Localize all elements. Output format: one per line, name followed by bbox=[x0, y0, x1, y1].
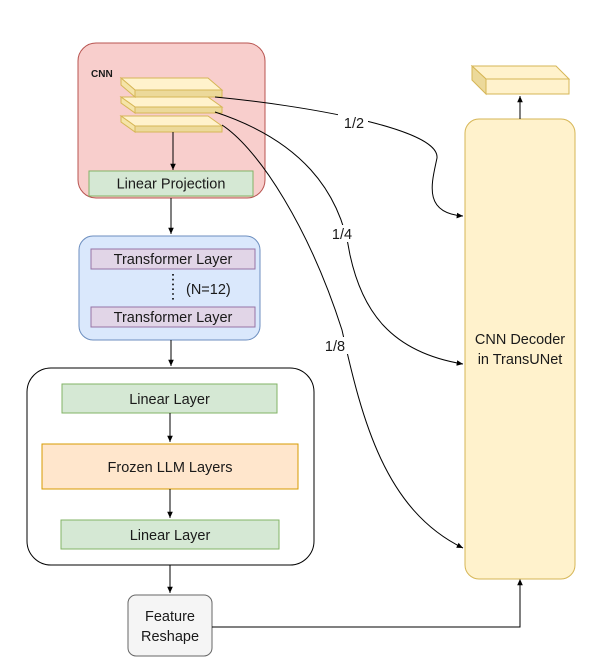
skip-connection-quarter bbox=[214, 111, 464, 366]
feature-reshape-box bbox=[127, 594, 213, 657]
transformer-repeat-note: (N=12) bbox=[186, 282, 231, 298]
cnn-feature-map-bottom bbox=[119, 115, 224, 133]
skip-label-half: 1/2 bbox=[344, 116, 364, 132]
cnn-label: CNN bbox=[91, 69, 113, 80]
skip-connection-half bbox=[214, 96, 464, 219]
linear-layer-bottom-label: Linear Layer bbox=[130, 528, 211, 544]
linear-layer-top-label: Linear Layer bbox=[129, 392, 210, 408]
linear-layer-bottom-box bbox=[60, 519, 280, 550]
transformer-layer-bottom-label: Transformer Layer bbox=[114, 310, 233, 326]
linear-projection-box bbox=[88, 170, 254, 197]
linear-layer-top-box bbox=[61, 383, 278, 414]
cnn-decoder-line1: CNN Decoder bbox=[475, 332, 565, 348]
feature-reshape-line1: Feature bbox=[145, 609, 195, 625]
cnn-feature-map-middle bbox=[119, 96, 224, 114]
arrow-reshape-to-decoder bbox=[212, 579, 523, 628]
cnn-feature-map-top bbox=[119, 76, 224, 99]
cnn-decoder-box bbox=[464, 118, 576, 580]
skip-connection-eighth bbox=[221, 124, 464, 549]
transformer-layer-top-label: Transformer Layer bbox=[114, 252, 233, 268]
transformer-layer-bottom-box bbox=[90, 306, 256, 328]
skip-label-eighth: 1/8 bbox=[325, 339, 345, 355]
frozen-llm-layers-label: Frozen LLM Layers bbox=[108, 460, 233, 476]
linear-projection-label: Linear Projection bbox=[117, 177, 226, 193]
transformer-layer-top-box bbox=[90, 248, 256, 270]
cnn-decoder-line2: in TransUNet bbox=[478, 352, 563, 368]
output-feature-map bbox=[470, 64, 571, 96]
skip-label-quarter: 1/4 bbox=[332, 227, 352, 243]
feature-reshape-line2: Reshape bbox=[141, 629, 199, 645]
